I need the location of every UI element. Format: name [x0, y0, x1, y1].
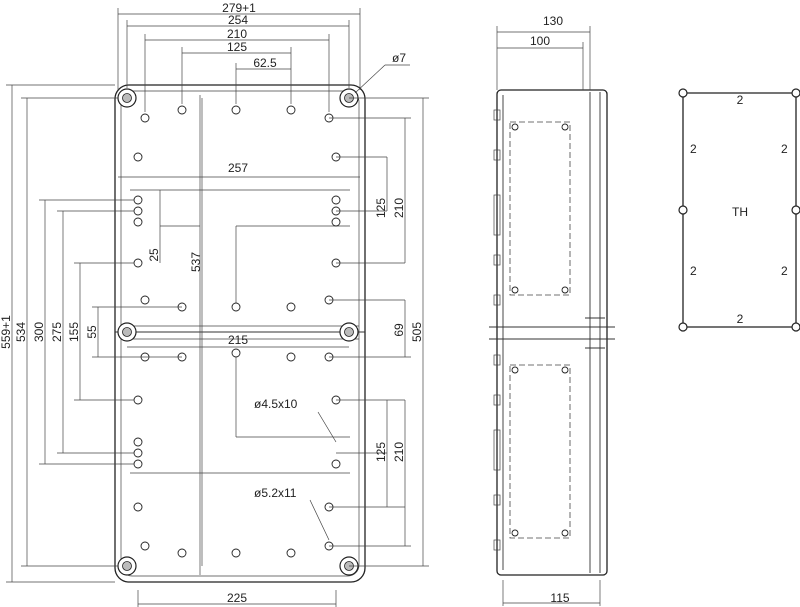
- side-lower-cavity: [509, 364, 571, 539]
- mounting-holes: [133, 105, 341, 558]
- callout-o7: ø7: [392, 51, 406, 65]
- callout-o5-2x11: ø5.2x11: [254, 486, 297, 500]
- enclosure-outline: [114, 84, 366, 583]
- dim-125: 125: [227, 40, 247, 54]
- dim-right-210-bottom: 210: [392, 442, 406, 462]
- th-edge-label-top: 2: [737, 93, 744, 107]
- th-edge-label-left-upper: 2: [690, 142, 697, 156]
- th-edge-label-right-upper: 2: [781, 142, 788, 156]
- dim-55: 55: [85, 325, 99, 339]
- th-edge-label-left-lower: 2: [690, 264, 697, 278]
- th-view: TH 2 2 2 2 2 2: [678, 88, 800, 332]
- dim-155: 155: [67, 322, 81, 342]
- dim-559: 559+1: [0, 315, 13, 349]
- callout-leader-o4-5: [317, 411, 337, 443]
- th-edge-label-right-lower: 2: [781, 264, 788, 278]
- dim-62-5: 62.5: [253, 56, 277, 70]
- side-dim-130: 130: [543, 14, 563, 28]
- side-upper-cavity: [509, 121, 571, 296]
- dim-275: 275: [50, 322, 64, 342]
- left-dimensions: [6, 84, 182, 583]
- dim-right-210-top: 210: [392, 198, 406, 218]
- th-edge-label-bottom: 2: [737, 312, 744, 326]
- callout-leader-o5-2: [309, 499, 330, 541]
- dim-215: 215: [228, 333, 248, 347]
- front-view: 279+1 254 210 125 62.5 ø7: [0, 1, 429, 607]
- top-dimensions: [117, 8, 361, 112]
- side-outline: [496, 89, 608, 576]
- dim-279: 279+1: [222, 1, 256, 15]
- right-dimensions: [329, 97, 429, 567]
- dim-210: 210: [227, 27, 247, 41]
- dim-300: 300: [32, 322, 46, 342]
- dim-25: 25: [147, 248, 161, 262]
- side-view: 130 100 115: [489, 14, 615, 606]
- dim-69: 69: [392, 323, 406, 337]
- dim-534: 534: [14, 322, 28, 342]
- th-label: TH: [732, 205, 748, 219]
- dim-225: 225: [227, 591, 247, 605]
- callout-o4-5x10: ø4.5x10: [254, 397, 298, 411]
- side-dim-100: 100: [530, 34, 550, 48]
- dim-right-125-bottom: 125: [374, 442, 388, 462]
- dim-537: 537: [189, 252, 203, 272]
- dim-right-125-top: 125: [374, 198, 388, 218]
- dim-505: 505: [410, 322, 424, 342]
- callout-leader-o7: [354, 64, 386, 94]
- dim-254: 254: [228, 13, 248, 27]
- side-dim-115: 115: [550, 591, 569, 605]
- dim-257: 257: [228, 161, 248, 175]
